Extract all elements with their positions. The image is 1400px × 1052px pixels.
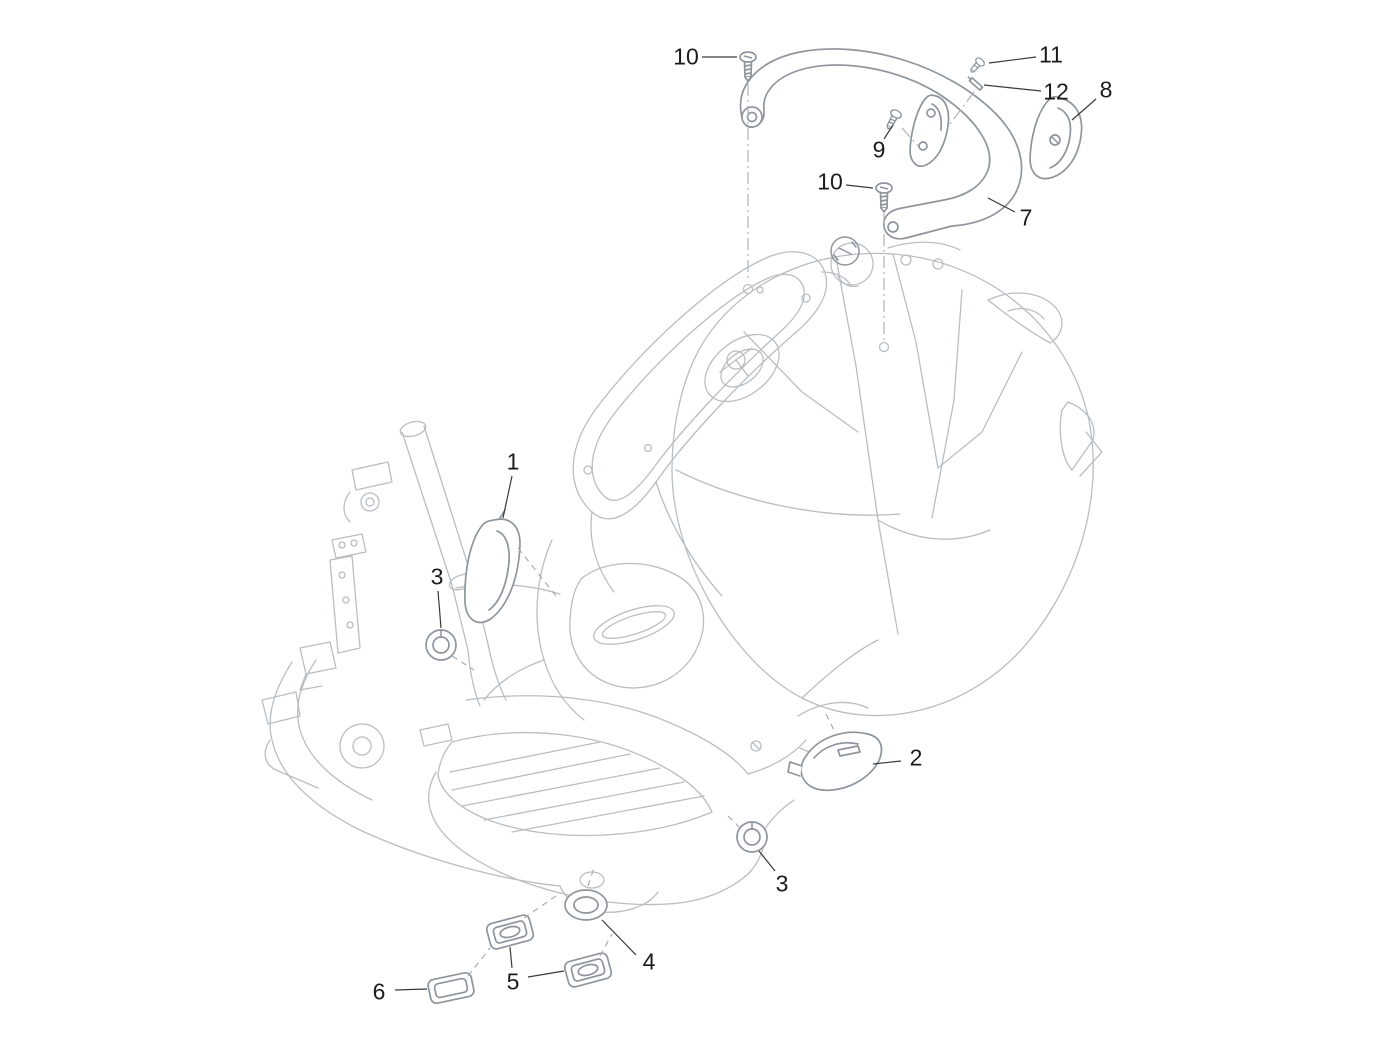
- round-cap-part-3-rear: [736, 821, 768, 853]
- leader-line-5-12: [527, 970, 565, 978]
- callout-label-6-13: 6: [372, 978, 386, 1005]
- leader-line-11-1: [988, 56, 1037, 64]
- screw-10-middle: [875, 182, 893, 213]
- rack-mount-area: [742, 241, 961, 353]
- callout-label-3-10: 3: [775, 870, 789, 897]
- leader-line-8-3: [1071, 98, 1097, 121]
- seat-bucket-rim: [572, 251, 851, 520]
- callout-label-7-6: 7: [1019, 204, 1033, 231]
- rubber-pad-part-5-right: [563, 952, 613, 988]
- assembly-axis-lines: [747, 84, 975, 340]
- grommet-part-4: [564, 889, 608, 921]
- rear-tail-and-lamp: [987, 292, 1103, 477]
- part-alignment-dashes: [451, 547, 837, 977]
- callout-label-1-7: 1: [506, 448, 520, 475]
- leader-line-9-4: [883, 124, 894, 140]
- floorboard: [419, 695, 807, 906]
- side-cover-part-1: [464, 509, 521, 624]
- callout-label-3-8: 3: [430, 563, 444, 590]
- leader-line-3-8: [437, 590, 442, 629]
- callout-label-2-9: 2: [909, 744, 923, 771]
- leader-line-4-11: [601, 919, 637, 956]
- leader-line-1-7: [502, 475, 513, 519]
- trim-cover-part-8: [1029, 95, 1083, 180]
- rubber-pad-part-6: [427, 971, 475, 1005]
- screw-10-top: [739, 51, 757, 82]
- leader-line-5-12: [509, 946, 513, 969]
- bracket-part-9: [909, 94, 950, 167]
- front-shield-and-wheel: [264, 659, 561, 887]
- callout-label-9-4: 9: [872, 136, 886, 163]
- body-rear-cowl: [671, 252, 1094, 717]
- leader-line-12-2: [983, 84, 1042, 92]
- round-cap-part-3-front: [425, 629, 457, 661]
- pin-part-12: [967, 76, 984, 92]
- callout-label-12-2: 12: [1043, 78, 1069, 105]
- leader-line-7-6: [987, 197, 1016, 213]
- callout-label-11-1: 11: [1039, 41, 1063, 68]
- cover-part-2: [787, 731, 883, 792]
- center-tunnel-and-glovebox: [483, 481, 723, 721]
- callout-label-5-12: 5: [506, 968, 520, 995]
- callout-label-4-11: 4: [642, 948, 656, 975]
- leader-line-10-5: [845, 184, 874, 189]
- callout-label-10-5: 10: [817, 168, 843, 195]
- leader-line-6-13: [394, 988, 428, 991]
- grab-rail-part-7: [739, 48, 1023, 240]
- rubber-pad-part-5-left: [485, 914, 535, 950]
- leader-line-3-10: [758, 850, 776, 872]
- fuel-cap: [830, 236, 874, 288]
- screw-11: [970, 57, 985, 73]
- helmet-bowl: [704, 333, 780, 403]
- callout-label-8-3: 8: [1099, 76, 1113, 103]
- front-frame-brackets: [261, 461, 393, 725]
- callout-label-10-0: 10: [673, 43, 699, 70]
- leader-line-2-9: [872, 760, 902, 765]
